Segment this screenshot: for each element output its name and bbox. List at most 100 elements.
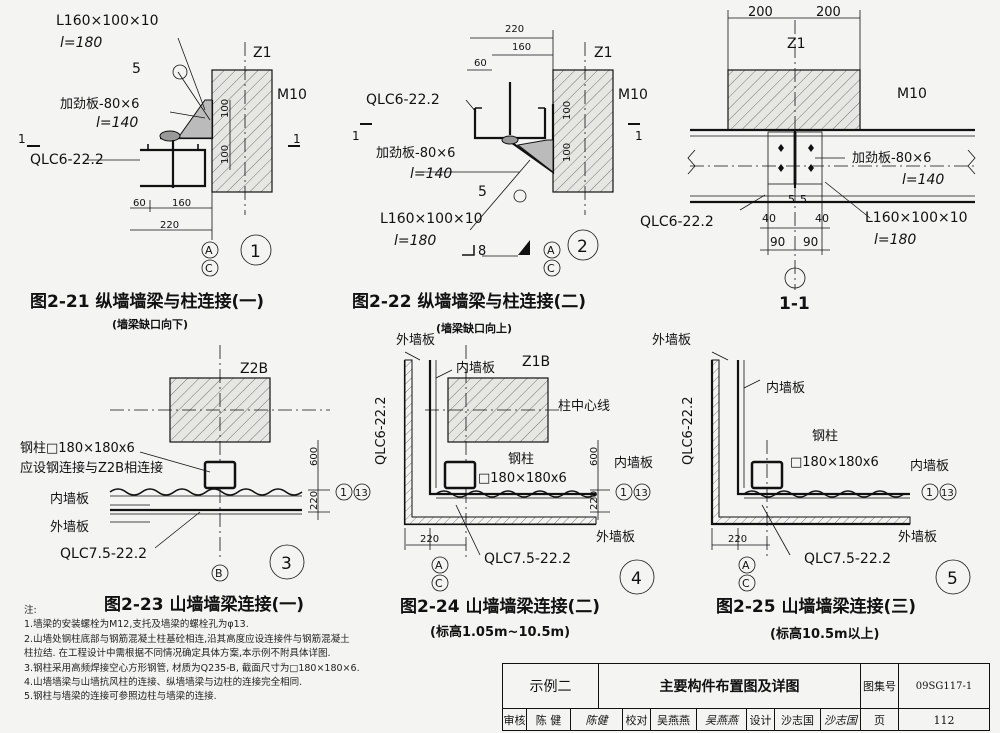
title-block: 示例二 主要构件布置图及详图 图集号 09SG117-1 审核 陈 健 陈健 校…	[502, 663, 990, 731]
fig22-subtitle: (墙梁缺口向上)	[436, 321, 512, 335]
fig25-column-b: □180×180x6	[790, 455, 879, 470]
fig21-weld: 5	[132, 61, 141, 77]
fig22-dim-100a: 100	[562, 101, 573, 120]
tb-design-label: 设计	[747, 709, 775, 731]
fig21-title: 图2-21 纵墙墙梁与柱连接(一)	[30, 291, 264, 312]
figure-2-25: 外墙板 内墙板 QLC6-22.2 钢柱 □180×180x6 内墙板 外墙板 …	[652, 333, 971, 642]
fig22-weld: 5	[478, 184, 487, 200]
fig22-dim-60: 60	[474, 58, 487, 69]
sec11-dim-200b: 200	[816, 5, 841, 20]
fig25-vert-purlin: QLC6-22.2	[681, 397, 696, 465]
fig21-purlin: QLC6-22.2	[30, 152, 104, 168]
notes-block: 注: 1.墙梁的安装螺栓为M12,支托及墙梁的螺栓孔为φ13. 2.山墙处钢柱底…	[24, 604, 494, 705]
fig23-z2b: Z2B	[240, 361, 268, 377]
fig24-outer: 外墙板	[596, 530, 635, 545]
tb-atlas-label: 图集号	[861, 664, 899, 708]
fig21-axis-c: C	[205, 262, 213, 275]
note-item: 3.钢柱采用高频焊接空心方形钢管, 材质为Q235-B, 截面尺寸为□180×1…	[24, 662, 360, 674]
fig24-inner: 内墙板	[614, 455, 653, 471]
figure-2-22: 220 160 60 Z1 M10 QLC6-22.2 加劲板-80×6 l=1…	[352, 24, 648, 335]
fig21-subtitle: (墙梁缺口向下)	[112, 317, 188, 331]
tb-reviewer: 陈 健	[527, 709, 571, 731]
fig22-stiffener-len: l=140	[410, 166, 452, 182]
fig25-inner: 内墙板	[910, 458, 949, 474]
fig22-dim-160: 160	[512, 42, 531, 53]
fig21-stiffener-len: l=140	[96, 115, 138, 131]
fig21-angle-label: L160×100×10	[56, 13, 159, 29]
fig23-axis-13: 13	[355, 488, 368, 499]
fig22-sec-left: 1	[352, 129, 360, 143]
fig24-axis-c: C	[435, 577, 443, 590]
fig25-number: 5	[947, 569, 958, 589]
fig23-note: 应设钢连接与Z2B相连接	[20, 460, 163, 476]
sec11-z1: Z1	[787, 36, 806, 52]
note-item: 柱拉结. 在工程设计中需根据不同情况确定具体方案,本示例不附具体详图.	[24, 648, 331, 660]
tb-designer: 沙志国	[775, 709, 821, 731]
note-item: 2.山墙处钢柱底部与钢筋混凝土柱基砼相连,沿其高度应设连接件与钢筋混凝土	[24, 633, 350, 645]
fig25-axis-13: 13	[941, 488, 954, 499]
fig21-sec-right: 1	[293, 132, 301, 146]
fig24-dim-220b: 220	[420, 534, 439, 545]
tb-drawing-name: 主要构件布置图及详图	[599, 664, 861, 708]
fig24-axis-13: 13	[635, 488, 648, 499]
fig21-stiffener: 加劲板-80×6	[60, 97, 139, 112]
fig24-vert-purlin: QLC6-22.2	[374, 397, 389, 465]
fig22-axis-a: A	[547, 244, 555, 257]
sec11-dim-90a: 90	[770, 235, 785, 249]
sec11-dim-200a: 200	[748, 5, 773, 20]
fig23-column: 钢柱□180×180x6	[20, 441, 135, 456]
fig22-purlin: QLC6-22.2	[366, 92, 440, 108]
fig21-dim-100a: 100	[220, 99, 231, 118]
fig21-dim-160: 160	[172, 198, 191, 209]
sec11-dim-5b: 5	[800, 193, 807, 206]
tb-checker-signature: 吴燕燕	[697, 709, 747, 731]
fig24-axis-1: 1	[620, 486, 627, 499]
fig25-outer-top: 外墙板	[652, 333, 691, 348]
sec11-stiffener-len: l=140	[902, 172, 944, 188]
sec11-title: 1-1	[779, 294, 810, 314]
fig24-number: 4	[631, 569, 642, 589]
tb-checker: 吴燕燕	[651, 709, 697, 731]
column-section	[211, 69, 273, 193]
fig25-subtitle: (标高10.5m以上)	[770, 626, 880, 642]
fig24-column-a: 钢柱	[508, 452, 534, 467]
note-item: 4.山墙墙梁与山墙抗风柱的连接、纵墙墙梁与边柱的连接完全相同.	[24, 677, 303, 689]
note-item: 1.墙梁的安装螺栓为M12,支托及墙梁的螺栓孔为φ13.	[24, 619, 249, 631]
sec11-dim-5a: 5	[788, 193, 795, 206]
fig22-angle: L160×100×10	[380, 211, 483, 227]
sec11-dim-40b: 40	[815, 212, 829, 225]
section-1-1: 200 200 Z1 M10 加劲板-80×6 l=140 QLC6-22.2 …	[640, 5, 976, 314]
fig22-dim-100b: 100	[562, 143, 573, 162]
fig21-dim-100b: 100	[220, 145, 231, 164]
fig24-title: 图2-24 山墙墙梁连接(二)	[400, 596, 600, 617]
fig24-outer-top: 外墙板	[396, 333, 435, 348]
sec11-angle-len: l=180	[874, 232, 916, 248]
tb-signature-row: 审核 陈 健 陈健 校对 吴燕燕 吴燕燕 设计 沙志国 沙志国 页 112	[503, 708, 989, 731]
figure-2-23: Z2B 钢柱□180×180x6 应设钢连接与Z2B相连接 内墙板 外墙板 QL…	[20, 345, 371, 615]
fig25-inner-top: 内墙板	[766, 380, 805, 396]
tb-page-label: 页	[861, 709, 899, 731]
fig22-weld8: 8	[478, 244, 486, 259]
fig25-axis-c: C	[742, 577, 750, 590]
fig24-purlin: QLC7.5-22.2	[484, 551, 571, 567]
fig23-dim-600: 600	[309, 447, 320, 466]
sec11-angle: L160×100×10	[865, 210, 968, 226]
fig23-purlin: QLC7.5-22.2	[60, 546, 147, 562]
fig25-axis-a: A	[742, 559, 750, 572]
fig22-title: 图2-22 纵墙墙梁与柱连接(二)	[352, 291, 586, 312]
sec11-stiffener: 加劲板-80×6	[852, 151, 931, 166]
tb-review-label: 审核	[503, 709, 527, 731]
sec11-m10: M10	[897, 86, 927, 102]
fig23-axis-b: B	[215, 567, 223, 580]
fig21-m10: M10	[277, 87, 307, 103]
fig25-dim-220: 220	[728, 534, 747, 545]
tb-atlas-no: 09SG117-1	[915, 680, 973, 692]
notes-heading: 注:	[24, 605, 37, 616]
fig21-number: 1	[250, 242, 261, 262]
fig22-stiffener: 加劲板-80×6	[376, 146, 455, 161]
fig24-z1b: Z1B	[522, 354, 550, 370]
fig23-axis-1: 1	[340, 486, 347, 499]
fig22-dim-220: 220	[505, 24, 524, 35]
sec11-dim-90b: 90	[803, 235, 818, 249]
fig23-dim-220: 220	[309, 491, 320, 510]
